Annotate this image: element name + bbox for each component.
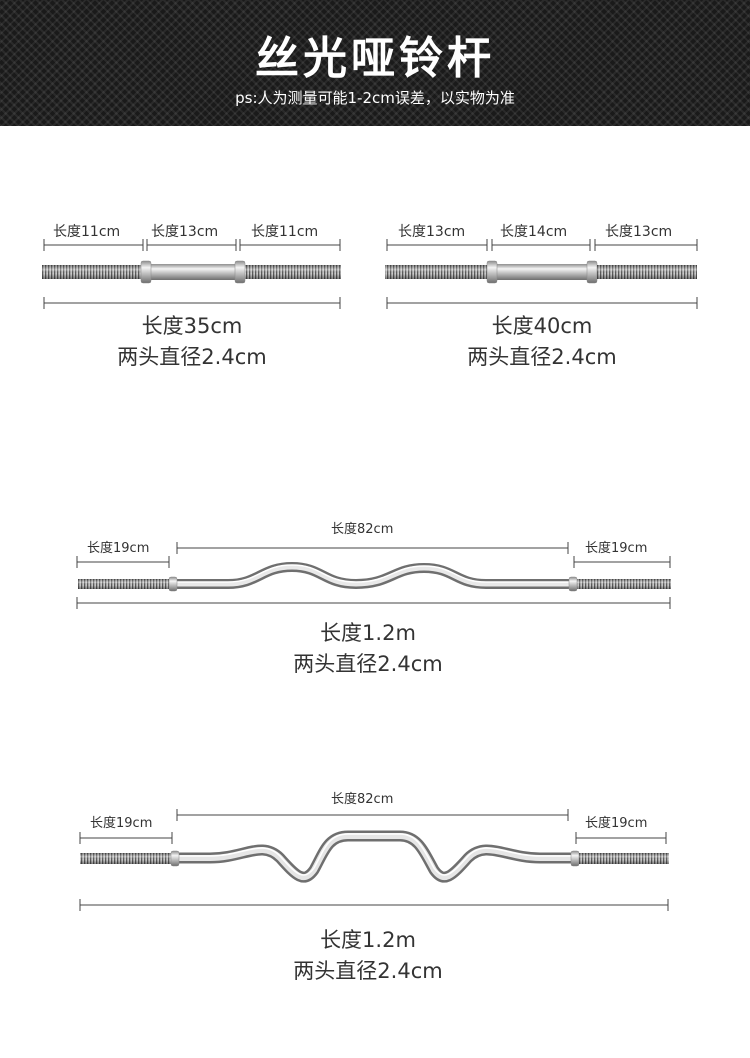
segment-label: 长度19cm [87, 541, 150, 556]
bar-caption: 长度35cm 两头直径2.4cm [42, 311, 342, 373]
segment-label: 长度11cm [251, 224, 319, 240]
segment-label: 长度19cm [90, 816, 153, 831]
dimension-lines-35cm [43, 239, 341, 309]
dumbbell-bar-35cm [42, 260, 341, 284]
bar-caption: 长度40cm 两头直径2.4cm [392, 311, 692, 373]
curl-bar [80, 830, 669, 883]
dimension-lines-40cm [386, 239, 698, 309]
total-length: 长度1.2m [320, 928, 416, 952]
end-diameter: 两头直径2.4cm [293, 959, 443, 983]
dumbbell-bar-40cm [385, 260, 697, 284]
measurement-note: ps:人为测量可能1-2cm误差，以实物为准 [235, 89, 515, 107]
segment-label: 长度13cm [398, 224, 466, 240]
total-length: 长度1.2m [320, 621, 416, 645]
end-diameter: 两头直径2.4cm [117, 345, 267, 369]
segment-label: 长度14cm [500, 224, 568, 240]
bar-caption: 长度1.2m 两头直径2.4cm [218, 925, 518, 987]
page-title: 丝光哑铃杆 [255, 33, 495, 84]
dimension-lines-curl-bar [79, 809, 669, 911]
dimension-lines-w-bar [76, 542, 671, 609]
segment-label: 长度19cm [585, 541, 648, 556]
segment-label: 长度13cm [605, 224, 673, 240]
segment-label: 长度82cm [331, 522, 394, 537]
bar-caption: 长度1.2m 两头直径2.4cm [218, 618, 518, 680]
total-length: 长度35cm [141, 314, 243, 338]
segment-label: 长度19cm [585, 816, 648, 831]
total-length: 长度40cm [491, 314, 593, 338]
end-diameter: 两头直径2.4cm [293, 652, 443, 676]
w-shaped-bar [78, 561, 671, 592]
header-banner: 丝光哑铃杆 ps:人为测量可能1-2cm误差，以实物为准 [0, 0, 750, 126]
segment-label: 长度11cm [53, 224, 121, 240]
segment-label: 长度82cm [331, 792, 394, 807]
end-diameter: 两头直径2.4cm [467, 345, 617, 369]
segment-label: 长度13cm [151, 224, 219, 240]
